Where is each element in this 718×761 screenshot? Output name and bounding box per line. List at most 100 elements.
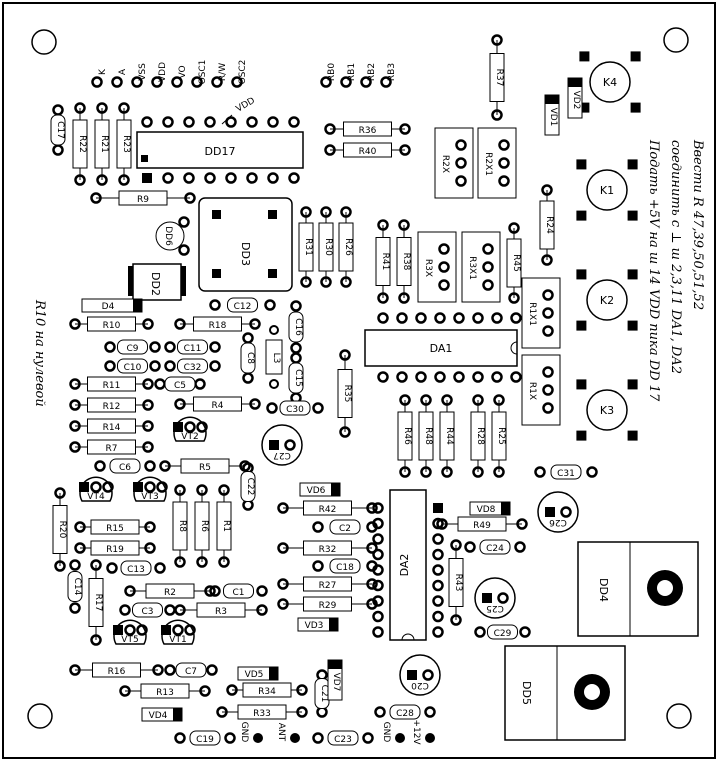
pad	[209, 585, 221, 597]
pad	[432, 533, 444, 545]
pad	[184, 421, 196, 433]
chip-da1-label: DA1	[430, 342, 453, 355]
resistor-label: R25	[496, 427, 506, 445]
pad	[69, 559, 81, 571]
diode-label: VD6	[307, 486, 326, 496]
key-k2: K2	[576, 269, 638, 331]
resistor-r29: R29	[277, 596, 378, 612]
pad	[433, 503, 443, 513]
capacitor-c5: C5	[154, 376, 206, 392]
diode-vd8: VD8	[469, 501, 511, 516]
connector-r2x: R2X	[434, 127, 474, 199]
mount-hole-bl	[27, 703, 53, 729]
pad	[472, 312, 484, 324]
pin-gnd: GND	[381, 722, 405, 743]
pad	[119, 604, 131, 616]
capacitor-c18: C18	[312, 558, 378, 574]
capacitor-label: C17	[55, 121, 65, 139]
pad	[438, 243, 450, 255]
pad	[542, 402, 554, 414]
capacitor-label: C6	[119, 463, 131, 473]
pad	[491, 371, 503, 383]
diode-dd6: DD6	[155, 216, 190, 256]
capacitor-c22: C22	[240, 462, 256, 511]
resistor-r25: R25	[491, 394, 507, 478]
pad	[52, 144, 64, 156]
pad	[290, 352, 302, 364]
capacitor-label: C3	[141, 607, 153, 617]
pad	[191, 76, 203, 88]
resistor-r12: R12	[69, 397, 154, 413]
pad	[377, 312, 389, 324]
bottom-pin-label: GND	[381, 722, 391, 743]
transistor-label: VT2	[181, 432, 198, 442]
header-pin-label: OSC1	[198, 60, 208, 85]
header-pin-label: K	[98, 68, 108, 75]
capacitor-c24: C24	[464, 539, 526, 555]
diode-vd3: VD3	[297, 617, 339, 632]
chip-dd17: DD17	[136, 116, 304, 184]
header-pin-label: RB2	[367, 63, 377, 81]
pad	[407, 670, 417, 680]
pad	[267, 172, 279, 184]
chip-da1: DA1	[364, 312, 522, 383]
resistor-label: R26	[343, 238, 353, 256]
resistor-label: R19	[106, 545, 124, 555]
pad	[269, 440, 279, 450]
pad	[432, 626, 444, 638]
capacitor-c12: C12	[209, 297, 276, 313]
note-right-line: Ввести R 47,39,50,51,52	[690, 139, 705, 310]
capacitor-label: C29	[494, 629, 512, 639]
pad	[372, 595, 384, 607]
capacitor-c21: C21	[314, 669, 330, 718]
diode-vd7: VD7	[327, 659, 343, 701]
pad	[453, 371, 465, 383]
pad	[438, 279, 450, 291]
pad	[372, 626, 384, 638]
pad	[432, 610, 444, 623]
pad	[264, 299, 276, 311]
pad	[113, 625, 123, 635]
chip-dd2: DD2	[128, 263, 186, 301]
capacitor-label: C10	[124, 363, 142, 373]
capacitor-label: C30	[286, 405, 304, 415]
key-label: K1	[600, 184, 614, 197]
pad	[174, 732, 186, 744]
capacitor-label: C5	[174, 381, 186, 391]
mount-hole-br	[666, 703, 692, 729]
resistor-r36: R36	[324, 121, 411, 137]
header-pin-label: A	[118, 68, 128, 75]
pad	[491, 312, 503, 324]
resistor-label: R6	[199, 520, 209, 532]
chip-dd4-label: DD4	[597, 578, 610, 602]
resistor-r28: R28	[470, 394, 486, 478]
resistor-r21: R21	[94, 102, 110, 186]
pad	[542, 384, 554, 396]
header-pin-label: RB0	[327, 63, 337, 81]
pad	[320, 76, 332, 88]
resistor-r4: R4	[174, 396, 261, 412]
pad	[340, 76, 352, 88]
diode-label: VD7	[331, 673, 341, 692]
capacitor-c15: C15	[288, 352, 304, 404]
pad	[627, 159, 638, 170]
pad	[474, 626, 486, 638]
resistor-label: R27	[319, 581, 337, 591]
resistor-label: R18	[209, 321, 227, 331]
pad	[627, 379, 638, 390]
pad	[162, 116, 174, 128]
pad	[380, 76, 392, 88]
header-pin-label: VSS	[138, 63, 148, 81]
resistor-label: R7	[106, 444, 118, 454]
pad	[284, 439, 296, 451]
resistor-label: R11	[103, 381, 121, 391]
resistor-label: R20	[57, 521, 67, 539]
inductor-l3-label: L3	[271, 353, 281, 364]
pad	[455, 139, 467, 151]
pad	[372, 533, 384, 545]
bottom-pin-label: ANT	[276, 723, 286, 742]
pad	[290, 342, 302, 354]
resistor-r27: R27	[277, 576, 378, 592]
pad	[149, 341, 161, 353]
